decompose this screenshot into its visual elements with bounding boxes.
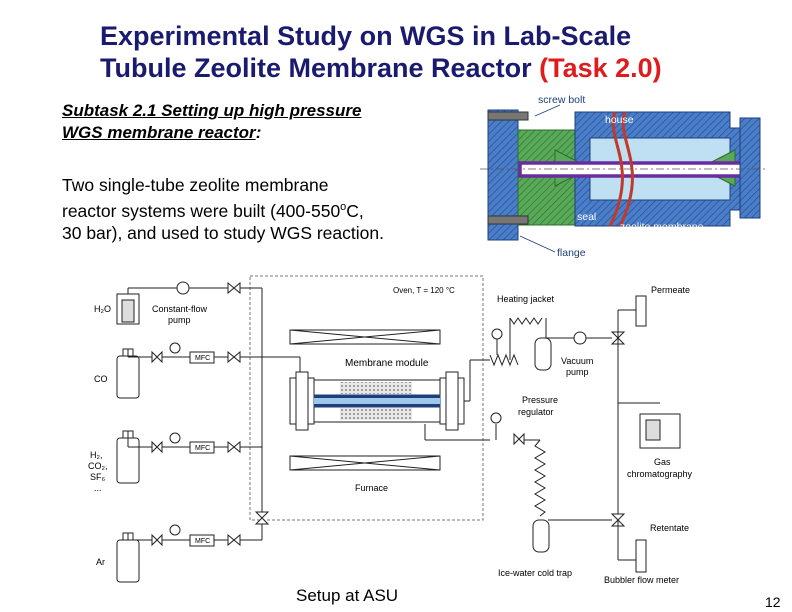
label-screw-bolt: screw bolt <box>538 94 585 106</box>
slide-title: Experimental Study on WGS in Lab-Scale T… <box>100 20 740 84</box>
label-co: CO <box>94 374 108 384</box>
body-line-3: 30 bar), and used to study WGS reaction. <box>62 222 384 243</box>
label-house: house <box>605 114 634 126</box>
gauge-co <box>169 342 181 354</box>
page-number: 12 <box>765 594 781 610</box>
label-seal: seal <box>577 211 596 223</box>
degree-sup: o <box>340 201 347 213</box>
vacuum-pump-icon <box>573 331 587 345</box>
label-pump-2: pump <box>168 315 191 325</box>
permeate-bubbler <box>635 295 647 327</box>
body-line-2-pre: reactor systems were built (400-550 <box>62 200 341 221</box>
valve-co-2 <box>227 350 241 364</box>
valve-manifold <box>254 511 270 525</box>
label-h2: H₂, <box>90 450 103 460</box>
screw-bolt-bottom <box>487 215 529 225</box>
label-pressure-2: regulator <box>518 407 554 417</box>
label-mfc-h2: MFC <box>195 445 210 452</box>
module-cap-right <box>445 371 459 431</box>
leader-flange <box>519 235 556 253</box>
valve-co <box>151 350 163 364</box>
body-line-2-post: C, <box>346 200 364 221</box>
label-ar: Ar <box>96 557 105 567</box>
constant-flow-pump-icon <box>176 281 190 295</box>
permeate-heated-line <box>489 353 519 367</box>
label-bubbler: Bubbler flow meter <box>604 575 679 585</box>
valve-h2-2 <box>227 440 241 454</box>
label-permeate: Permeate <box>651 285 690 295</box>
break-line-2 <box>618 111 634 227</box>
screw-bolt-top <box>487 111 529 121</box>
label-sf6: SF₆ <box>90 472 106 482</box>
label-vacuum-2: pump <box>566 367 589 377</box>
body-line-2: reactor systems were built (400-550oC, <box>62 196 452 222</box>
reactor-cross-section: screw bolt house seal zeolite membrane f… <box>478 90 766 260</box>
module-membrane-core <box>314 398 440 404</box>
permeate-cold-trap <box>534 337 552 371</box>
packing-bottom <box>340 408 412 420</box>
gauge-retentate <box>490 412 502 424</box>
module-cap-left <box>295 371 309 431</box>
label-retentate: Retentate <box>650 523 689 533</box>
title-line-2-text: Tubule Zeolite Membrane Reactor <box>100 53 540 83</box>
label-co2: CO₂, <box>88 461 108 471</box>
label-flange: flange <box>557 247 586 259</box>
label-pressure-1: Pressure <box>522 395 558 405</box>
furnace-bottom-x2 <box>289 455 441 471</box>
label-etc: ... <box>94 483 102 493</box>
leader-screw-bolt <box>534 104 561 117</box>
gc-panel <box>645 419 661 441</box>
label-gc-2: chromatography <box>627 469 693 479</box>
valve-h2 <box>151 440 163 454</box>
furnace-top-x2 <box>289 329 441 345</box>
label-membrane-module: Membrane module <box>345 358 429 369</box>
label-vacuum-1: Vacuum <box>561 356 593 366</box>
label-furnace: Furnace <box>355 483 388 493</box>
label-gc-1: Gas <box>654 457 671 467</box>
valve-ar <box>151 533 163 547</box>
oven-box <box>249 275 484 521</box>
break-line-1 <box>608 111 624 227</box>
gauge-h2 <box>169 432 181 444</box>
title-line-1: Experimental Study on WGS in Lab-Scale <box>100 21 632 51</box>
heating-jacket-coil <box>509 317 543 325</box>
task-label: (Task 2.0) <box>539 53 662 83</box>
label-pump-1: Constant-flow <box>152 304 208 314</box>
h2o-level <box>121 299 135 323</box>
label-mfc-co: MFC <box>195 355 210 362</box>
subtask-heading: Subtask 2.1 Setting up high pressure WGS… <box>62 100 442 144</box>
retentate-heated-line <box>534 439 546 517</box>
body-line-1: Two single-tube zeolite membrane <box>62 175 329 195</box>
label-cold-trap: Ice-water cold trap <box>498 568 572 578</box>
subtask-heading-line-1: Subtask 2.1 Setting up high pressure <box>62 101 362 120</box>
bubbler-flow-meter <box>635 539 647 573</box>
valve-h2o <box>227 281 241 295</box>
process-flow-diagram: Oven, T = 120 °C H₂O Constant-flow pump … <box>88 275 693 585</box>
ar-cylinder <box>116 539 140 583</box>
subtask-heading-line-2: WGS membrane reactor <box>62 123 256 142</box>
title-line-2: Tubule Zeolite Membrane Reactor (Task 2.… <box>100 52 740 84</box>
subtask-heading-colon: : <box>255 123 262 142</box>
packing-top <box>340 382 412 394</box>
label-zeolite-membrane: zeolite membrane <box>620 221 704 233</box>
ice-water-cold-trap <box>532 519 550 553</box>
label-heating-jacket: Heating jacket <box>497 294 555 304</box>
pressure-regulator-valve <box>513 432 525 446</box>
setup-label: Setup at ASU <box>296 586 399 605</box>
flange-right <box>739 117 761 219</box>
label-mfc-ar: MFC <box>195 538 210 545</box>
gauge-permeate <box>491 328 503 340</box>
body-text: Two single-tube zeolite membrane reactor… <box>62 174 452 244</box>
subtask-heading-line-2-wrap: WGS membrane reactor: <box>62 122 442 144</box>
gauge-ar <box>169 524 181 536</box>
label-oven: Oven, T = 120 °C <box>393 286 455 295</box>
co-cylinder <box>116 355 140 399</box>
valve-ar-2 <box>227 533 241 547</box>
label-h2o: H₂O <box>94 304 111 314</box>
